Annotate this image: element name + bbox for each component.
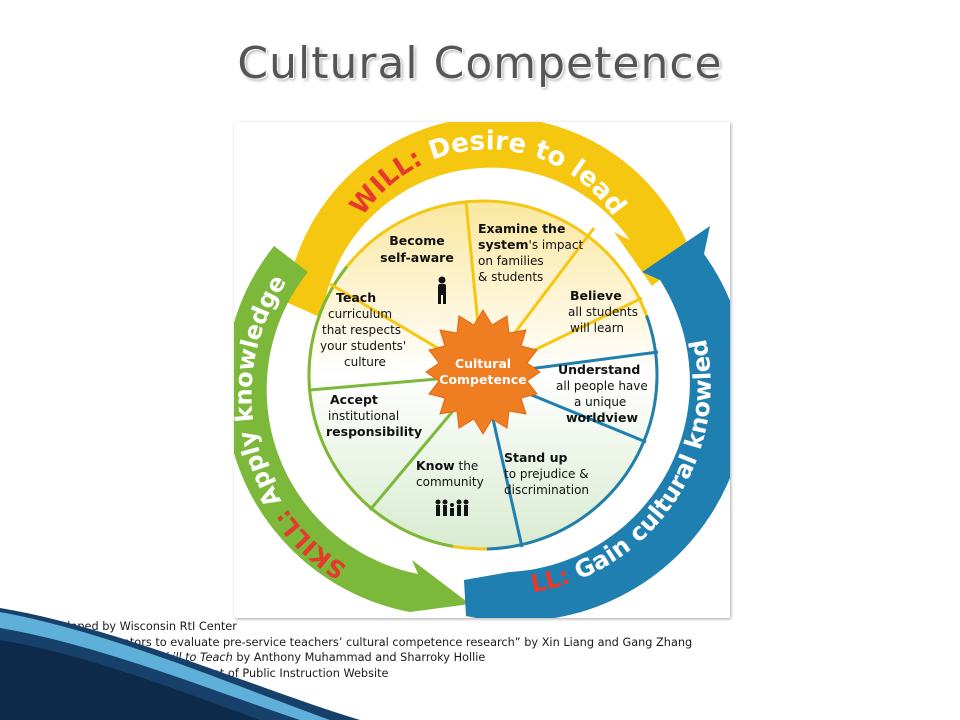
svg-text:on families: on families: [478, 254, 544, 268]
segment-believe: Believe all students will learn: [568, 288, 638, 335]
segment-examine: Examine the system's impact on families …: [478, 221, 583, 284]
svg-text:will learn: will learn: [570, 321, 624, 335]
svg-text:self-aware: self-aware: [380, 250, 454, 265]
svg-text:system's impact: system's impact: [478, 237, 583, 252]
svg-text:that respects: that respects: [322, 323, 401, 337]
credit-sources: Sources: “Indicators to evaluate pre-ser…: [38, 635, 693, 649]
svg-text:worldview: worldview: [566, 410, 638, 425]
hub-burst: Cultural Competence: [425, 309, 541, 435]
svg-text:Teach: Teach: [336, 290, 376, 305]
segment-stand-up: Stand up to prejudice & discrimination: [504, 450, 589, 497]
svg-text:your students': your students': [320, 339, 406, 353]
svg-text:Understand: Understand: [558, 362, 640, 377]
hub-line-1: Cultural: [455, 356, 511, 371]
will-ring: [286, 122, 708, 318]
cultural-competence-wheel: WILL: Desire to lead SKILL: Apply knowle…: [234, 122, 730, 618]
svg-text:Stand up: Stand up: [504, 450, 568, 465]
wheel-svg: WILL: Desire to lead SKILL: Apply knowle…: [234, 122, 730, 618]
segment-teach: Teach curriculum that respects your stud…: [320, 290, 406, 369]
people-icon: [435, 499, 469, 516]
svg-text:curriculum: curriculum: [328, 307, 392, 321]
segment-know: Know the community: [416, 458, 484, 516]
svg-text:Become: Become: [389, 233, 445, 248]
fill-ring: [464, 226, 730, 618]
svg-text:Believe: Believe: [570, 288, 622, 303]
segment-understand: Understand all people have a unique worl…: [556, 362, 648, 425]
svg-text:community: community: [416, 475, 484, 489]
svg-text:a unique: a unique: [574, 395, 626, 409]
svg-text:Accept: Accept: [330, 392, 378, 407]
svg-text:all people have: all people have: [556, 379, 648, 393]
svg-text:& students: & students: [478, 270, 543, 284]
segment-self-aware: Become self-aware: [380, 233, 454, 304]
outer-rings: [234, 122, 730, 618]
svg-text:to prejudice &: to prejudice &: [504, 467, 589, 481]
svg-text:Examine the: Examine the: [478, 221, 565, 236]
svg-text:discrimination: discrimination: [504, 483, 589, 497]
svg-text:culture: culture: [344, 355, 386, 369]
svg-text:responsibility: responsibility: [326, 424, 422, 439]
credit-book-authors: by Anthony Muhammad and Sharroky Hollie: [232, 651, 486, 664]
person-icon: [438, 276, 446, 304]
slide-title: Cultural Competence: [237, 38, 723, 89]
svg-text:all students: all students: [568, 305, 638, 319]
skill-ring: [234, 246, 470, 612]
segment-accept: Accept institutional responsibility: [326, 392, 422, 439]
svg-text:Know the: Know the: [416, 458, 478, 473]
svg-text:institutional: institutional: [328, 409, 399, 423]
hub-line-2: Competence: [439, 372, 526, 387]
